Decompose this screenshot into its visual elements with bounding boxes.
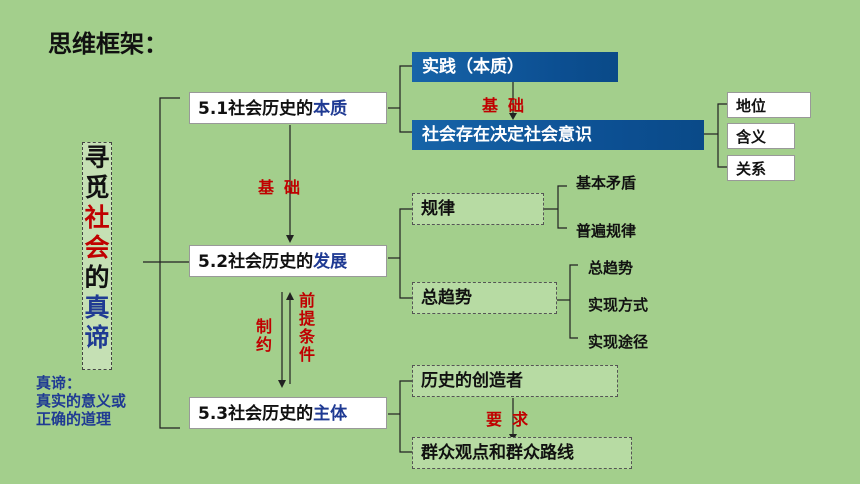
basis-label: 基础 — [258, 178, 311, 197]
root-char: 寻 — [84, 143, 110, 172]
root-char: 的 — [84, 263, 110, 292]
law-item: 基本矛盾 — [576, 174, 637, 192]
trend-item: 实现方式 — [588, 296, 649, 314]
creator-box: 历史的创造者 — [412, 365, 618, 397]
root-char: 社 — [84, 203, 110, 232]
root-char: 觅 — [84, 173, 110, 202]
section-prefix: 5.2社会历史的 — [198, 252, 314, 272]
mass-line-box: 群众观点和群众路线 — [412, 437, 632, 469]
law-box: 规律 — [412, 193, 544, 225]
section-subject: 5.3社会历史的主体 — [189, 397, 387, 429]
law-item: 普遍规律 — [576, 222, 637, 240]
item-box: 含义 — [727, 123, 795, 149]
item-box: 关系 — [727, 155, 795, 181]
note-line: 真谛： — [36, 374, 82, 392]
root-char: 真 — [84, 293, 110, 322]
requirement-label: 要求 — [486, 410, 539, 429]
restrict-label: 制约 — [255, 317, 272, 354]
note-line: 真实的意义或 — [36, 392, 127, 410]
section-prefix: 5.1社会历史的 — [198, 99, 314, 119]
root-topic-box: 寻 觅 社 会 的 真 谛 — [82, 142, 112, 370]
premise-label: 前提条件 — [298, 291, 315, 364]
page-title: 思维框架： — [48, 30, 168, 58]
trend-item: 实现途径 — [588, 333, 649, 351]
section-highlight: 发展 — [313, 252, 348, 272]
existence-box: 社会存在决定社会意识 — [412, 120, 704, 150]
practice-box: 实践（本质） — [412, 52, 618, 82]
section-essence: 5.1社会历史的本质 — [189, 92, 387, 124]
item-box: 地位 — [727, 92, 811, 118]
trend-item: 总趋势 — [588, 259, 634, 277]
root-char: 会 — [84, 233, 110, 262]
section-development: 5.2社会历史的发展 — [189, 245, 387, 277]
note-line: 正确的道理 — [36, 410, 112, 428]
root-char: 谛 — [84, 323, 110, 352]
trend-box: 总趋势 — [412, 282, 557, 314]
practice-basis-label: 基础 — [482, 96, 535, 115]
section-highlight: 本质 — [313, 99, 348, 119]
section-highlight: 主体 — [313, 404, 348, 424]
section-prefix: 5.3社会历史的 — [198, 404, 314, 424]
definition-note: 真谛： 真实的意义或 正确的道理 — [36, 374, 126, 428]
